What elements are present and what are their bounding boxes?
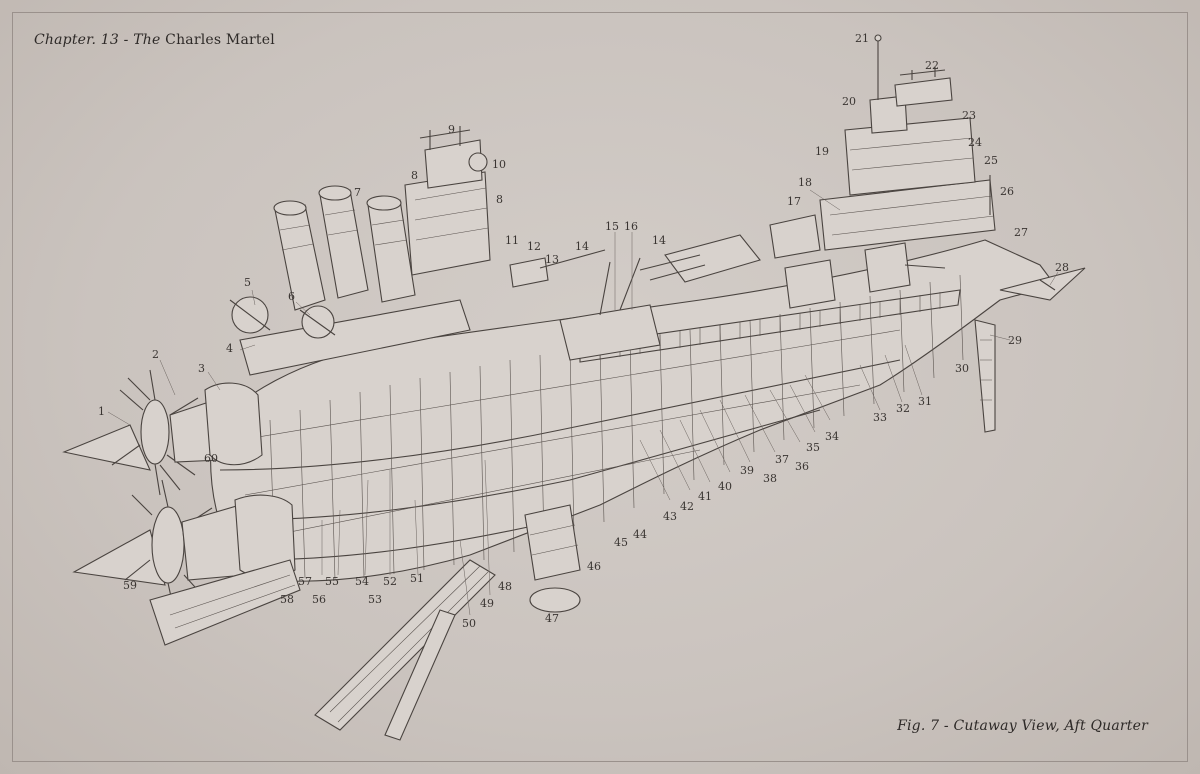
callout-9: 9 bbox=[448, 123, 455, 136]
callout-39: 39 bbox=[740, 464, 754, 477]
callout-8a: 8 bbox=[411, 169, 418, 182]
callout-labels: 1 2 3 4 5 6 7 8 8 9 10 11 12 13 14 14 15… bbox=[98, 32, 1069, 630]
callout-45: 45 bbox=[614, 536, 628, 549]
callout-51: 51 bbox=[410, 572, 424, 585]
upper-propeller bbox=[62, 369, 263, 496]
callout-34: 34 bbox=[825, 430, 839, 443]
callout-31: 31 bbox=[918, 395, 932, 408]
callout-2: 2 bbox=[152, 348, 159, 361]
callout-12: 12 bbox=[527, 240, 541, 253]
chapter-heading: Chapter. 13 - The Charles Martel bbox=[34, 32, 275, 48]
callout-58: 58 bbox=[280, 593, 294, 606]
callout-8b: 8 bbox=[496, 193, 503, 206]
callout-46: 46 bbox=[587, 560, 601, 573]
callout-36: 36 bbox=[795, 460, 809, 473]
callout-42: 42 bbox=[680, 500, 694, 513]
callout-33: 33 bbox=[873, 411, 887, 424]
ship-name: Charles Martel bbox=[165, 32, 275, 48]
funnels bbox=[273, 185, 416, 311]
callout-37: 37 bbox=[775, 453, 789, 466]
ventral-pods bbox=[524, 504, 581, 613]
callout-54: 54 bbox=[355, 575, 369, 588]
callout-5: 5 bbox=[244, 276, 251, 289]
callout-13: 13 bbox=[545, 253, 559, 266]
callout-6: 6 bbox=[288, 290, 295, 303]
callout-10: 10 bbox=[492, 158, 506, 171]
callout-59: 59 bbox=[123, 579, 137, 592]
callout-21: 21 bbox=[855, 32, 869, 45]
figure-caption-suffix: View, Aft Quarter bbox=[1021, 718, 1148, 734]
callout-29: 29 bbox=[1008, 334, 1022, 347]
aft-fins bbox=[149, 319, 996, 741]
figure-caption: Fig. 7 - Cutaway View, Aft Quarter bbox=[897, 718, 1148, 734]
callout-53: 53 bbox=[368, 593, 382, 606]
callout-48: 48 bbox=[498, 580, 512, 593]
callout-27: 27 bbox=[1014, 226, 1028, 239]
callout-7: 7 bbox=[354, 186, 361, 199]
callout-leaders bbox=[107, 189, 1059, 616]
callout-44: 44 bbox=[633, 528, 647, 541]
callout-30: 30 bbox=[955, 362, 969, 375]
callout-18: 18 bbox=[798, 176, 812, 189]
callout-23: 23 bbox=[962, 109, 976, 122]
callout-24: 24 bbox=[968, 136, 982, 149]
callout-16: 16 bbox=[624, 220, 638, 233]
callout-49: 49 bbox=[480, 597, 494, 610]
callout-4: 4 bbox=[226, 342, 233, 355]
callout-11: 11 bbox=[505, 234, 519, 247]
figure-caption-prefix: Fig. 7 - Cutaway bbox=[897, 718, 1017, 734]
callout-14b: 14 bbox=[652, 234, 666, 247]
aft-superstructure bbox=[229, 126, 491, 376]
callout-38: 38 bbox=[763, 472, 777, 485]
callout-40: 40 bbox=[718, 480, 732, 493]
callout-32: 32 bbox=[896, 402, 910, 415]
callout-41: 41 bbox=[698, 490, 712, 503]
bow-spike bbox=[999, 267, 1086, 301]
callout-15: 15 bbox=[605, 220, 619, 233]
chapter-label: Chapter. 13 - The bbox=[34, 32, 161, 48]
callout-20: 20 bbox=[842, 95, 856, 108]
callout-56: 56 bbox=[312, 593, 326, 606]
callout-55: 55 bbox=[325, 575, 339, 588]
callout-17: 17 bbox=[787, 195, 801, 208]
callout-52: 52 bbox=[383, 575, 397, 588]
callout-47: 47 bbox=[545, 612, 559, 625]
callout-3: 3 bbox=[198, 362, 205, 375]
callout-60: 60 bbox=[204, 452, 218, 465]
callout-14a: 14 bbox=[575, 240, 589, 253]
forward-bridge-tower bbox=[819, 34, 996, 251]
callout-19: 19 bbox=[815, 145, 829, 158]
callout-57: 57 bbox=[298, 575, 312, 588]
lower-propeller bbox=[72, 479, 296, 616]
callout-22: 22 bbox=[925, 59, 939, 72]
callout-25: 25 bbox=[984, 154, 998, 167]
callout-26: 26 bbox=[1000, 185, 1014, 198]
callout-1: 1 bbox=[98, 405, 105, 418]
callout-35: 35 bbox=[806, 441, 820, 454]
callout-50: 50 bbox=[462, 617, 476, 630]
callout-43: 43 bbox=[663, 510, 677, 523]
mid-turrets bbox=[509, 214, 946, 361]
callout-28: 28 bbox=[1055, 261, 1069, 274]
